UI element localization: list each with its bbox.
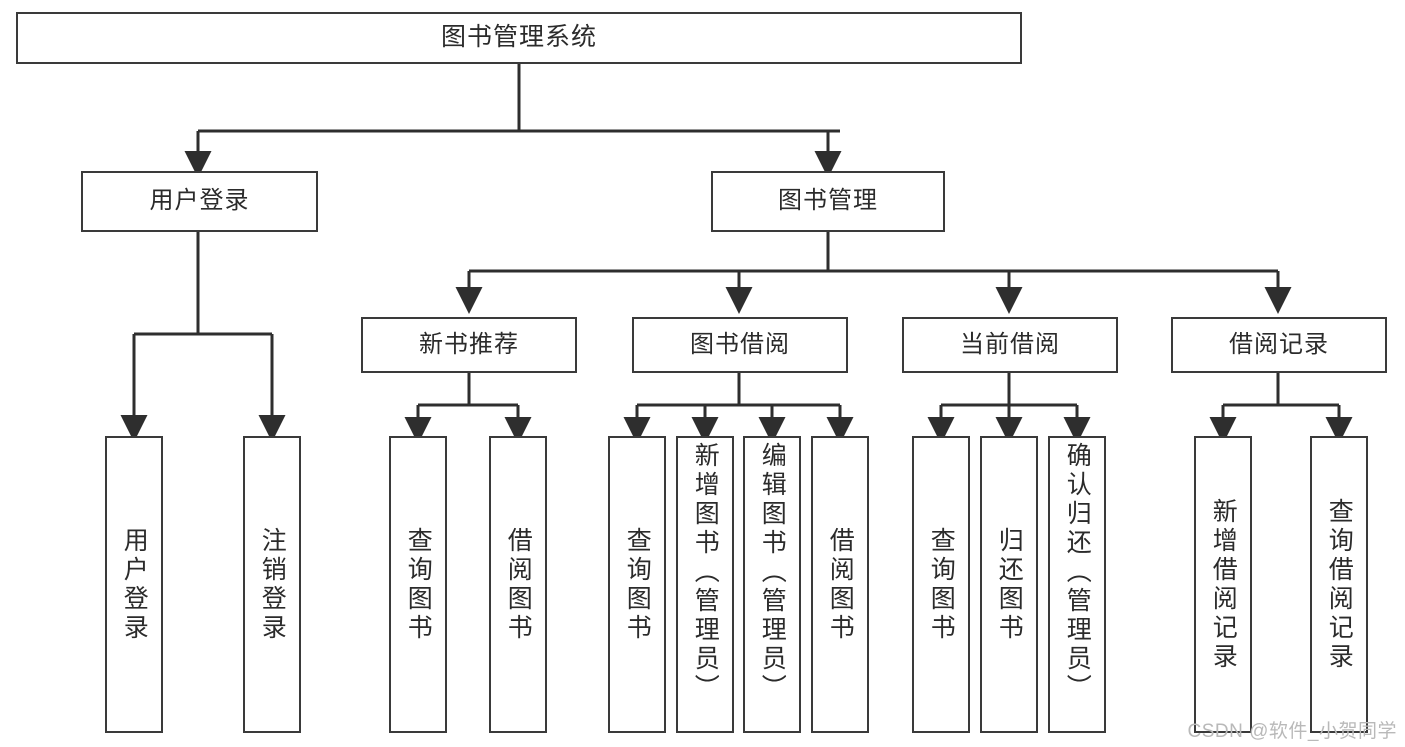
node-leaf-query-borrow-record[interactable]: 查询借阅记录 — [1310, 436, 1368, 733]
node-leaf-confirm-return-admin-label: 确认归还（管理员） — [1063, 442, 1092, 703]
node-leaf-confirm-return-admin[interactable]: 确认归还（管理员） — [1048, 436, 1106, 733]
node-leaf-borrow-book-1[interactable]: 借阅图书 — [489, 436, 547, 733]
node-leaf-logout[interactable]: 注销登录 — [243, 436, 301, 733]
node-leaf-query-book-1-label: 查询图书 — [404, 526, 433, 643]
node-leaf-borrow-book-1-label: 借阅图书 — [504, 526, 533, 643]
node-leaf-query-borrow-record-label: 查询借阅记录 — [1325, 497, 1354, 672]
node-leaf-edit-book-admin[interactable]: 编辑图书（管理员） — [743, 436, 801, 733]
node-new-book-recommend[interactable]: 新书推荐 — [361, 317, 577, 373]
node-borrow-records[interactable]: 借阅记录 — [1171, 317, 1387, 373]
node-leaf-borrow-book-2[interactable]: 借阅图书 — [811, 436, 869, 733]
node-book-borrow[interactable]: 图书借阅 — [632, 317, 848, 373]
node-root[interactable]: 图书管理系统 — [16, 12, 1022, 64]
node-leaf-query-book-1[interactable]: 查询图书 — [389, 436, 447, 733]
node-leaf-query-book-3[interactable]: 查询图书 — [912, 436, 970, 733]
node-leaf-edit-book-admin-label: 编辑图书（管理员） — [758, 442, 787, 703]
node-leaf-add-borrow-record[interactable]: 新增借阅记录 — [1194, 436, 1252, 733]
node-leaf-query-book-3-label: 查询图书 — [927, 526, 956, 643]
node-leaf-return-book-label: 归还图书 — [995, 526, 1024, 643]
node-book-management[interactable]: 图书管理 — [711, 171, 945, 232]
node-leaf-return-book[interactable]: 归还图书 — [980, 436, 1038, 733]
node-leaf-user-login[interactable]: 用户登录 — [105, 436, 163, 733]
node-borrow-records-label: 借阅记录 — [1229, 330, 1329, 358]
node-current-borrow-label: 当前借阅 — [960, 330, 1060, 358]
node-leaf-add-borrow-record-label: 新增借阅记录 — [1209, 497, 1238, 672]
node-leaf-borrow-book-2-label: 借阅图书 — [826, 526, 855, 643]
node-leaf-query-book-2-label: 查询图书 — [623, 526, 652, 643]
node-leaf-user-login-label: 用户登录 — [120, 526, 149, 643]
node-user-login[interactable]: 用户登录 — [81, 171, 318, 232]
node-book-management-label: 图书管理 — [778, 187, 878, 215]
node-new-book-recommend-label: 新书推荐 — [419, 330, 519, 358]
node-leaf-query-book-2[interactable]: 查询图书 — [608, 436, 666, 733]
node-book-borrow-label: 图书借阅 — [690, 330, 790, 358]
node-user-login-label: 用户登录 — [149, 187, 250, 215]
node-current-borrow[interactable]: 当前借阅 — [902, 317, 1118, 373]
node-root-label: 图书管理系统 — [440, 23, 597, 52]
node-leaf-add-book-admin-label: 新增图书（管理员） — [691, 442, 720, 703]
node-leaf-add-book-admin[interactable]: 新增图书（管理员） — [676, 436, 734, 733]
node-leaf-logout-label: 注销登录 — [258, 526, 287, 643]
